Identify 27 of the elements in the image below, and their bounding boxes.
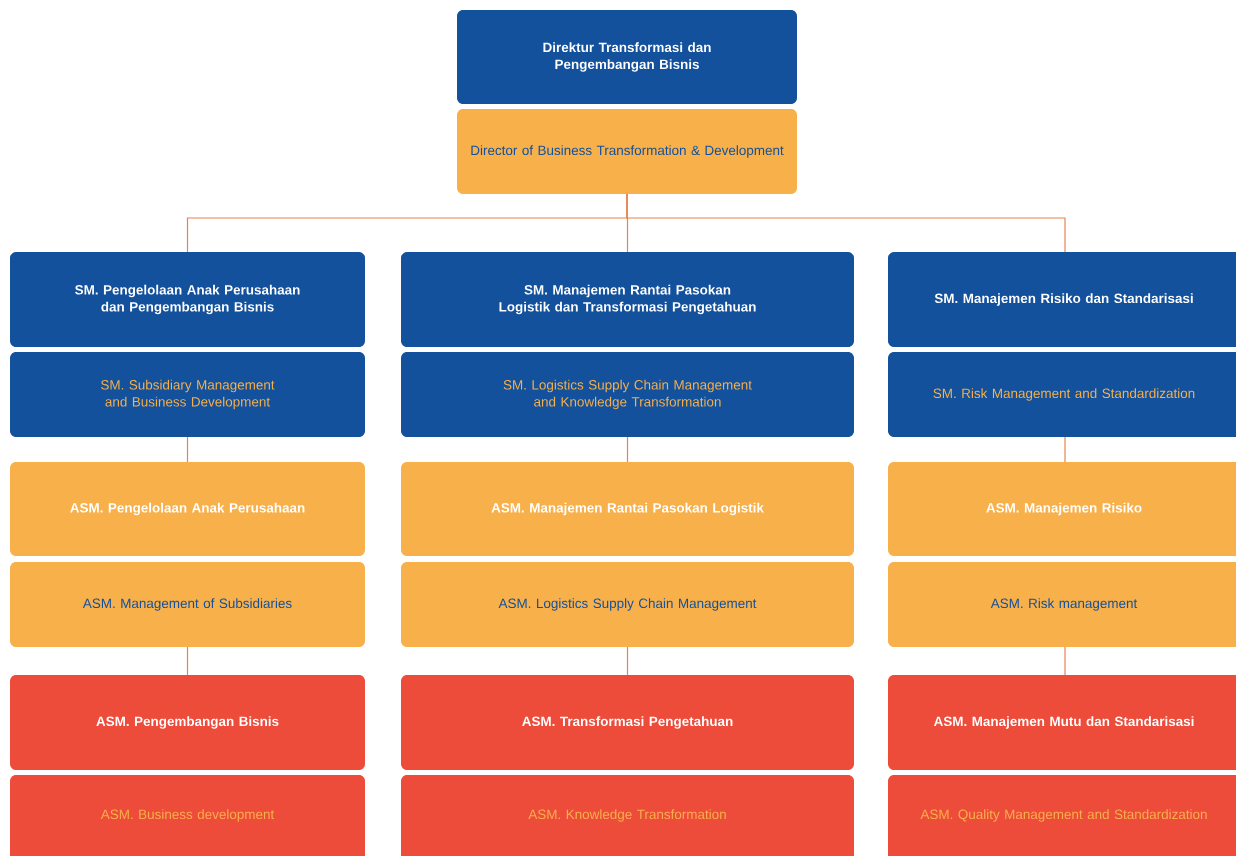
node-label: ASM. Quality Management and Standardization: [920, 809, 1207, 822]
node-label: Director of Business Transformation & Development: [471, 145, 784, 158]
node-label: SM. Subsidiary Management and Business Development: [101, 379, 275, 410]
node-label: ASM. Management of Subsidiaries: [82, 598, 292, 611]
org-card: ASM. Pengembangan Bisnis ASM. Business development: [10, 675, 365, 856]
node-label: ASM. Logistics Supply Chain Management: [498, 598, 757, 611]
connector-line: [186, 646, 189, 676]
node-label: SM. Logistics Supply Chain Management and Knowledge Transformation: [503, 379, 752, 410]
node-label: ASM. Knowledge Transformation: [528, 809, 726, 822]
connector-line: [626, 646, 629, 676]
connector-line: [626, 436, 629, 463]
connector-line: [626, 193, 1066, 253]
node-label: ASM. Risk management: [990, 598, 1138, 611]
org-card: ASM. Manajemen Rantai Pasokan Logistik ASM. Logistics Supply Chain Management: [401, 462, 854, 647]
org-card: ASM. Manajemen Risiko ASM. Risk management: [888, 462, 1236, 647]
org-card: ASM. Pengelolaan Anak Perusahaan ASM. Management of Subsidiaries: [10, 462, 365, 647]
connector-line: [1064, 436, 1066, 463]
org-card: SM. Pengelolaan Anak Perusahaan dan Pengembangan Bisnis SM. Subsidiary Management and Business Development: [10, 252, 365, 437]
org-card: ASM. Manajemen Mutu dan Standarisasi ASM. Quality Management and Standardization: [888, 675, 1236, 856]
org-card: SM. Manajemen Rantai Pasokan Logistik dan Transformasi Pengetahuan SM. Logistics Supply Chain Management and Knowledge Transformation: [401, 252, 854, 437]
connector-line: [186, 436, 189, 463]
org-card: Direktur Transformasi dan Pengembangan Bisnis Director of Business Transformation & Development: [457, 10, 797, 194]
org-card: SM. Manajemen Risiko dan Standarisasi SM. Risk Management and Standardization: [888, 252, 1236, 437]
node-label: ASM. Business development: [100, 809, 275, 822]
org-card: ASM. Transformasi Pengetahuan ASM. Knowledge Transformation: [401, 675, 854, 856]
node-label: SM. Risk Management and Standardization: [933, 388, 1195, 401]
connector-line: [1064, 646, 1066, 676]
